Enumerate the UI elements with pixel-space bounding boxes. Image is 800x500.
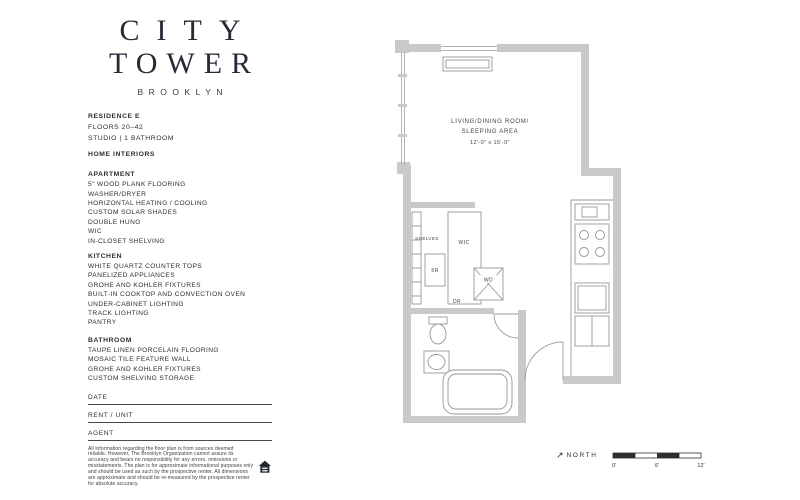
feature-item: UNDER-CABINET LIGHTING <box>88 300 184 308</box>
scale-mid-label: 6' <box>654 463 658 469</box>
shelves-label: SHELVES <box>415 236 439 241</box>
residence-layout: STUDIO | 1 BATHROOM <box>88 134 175 142</box>
feature-item: WIC <box>88 228 103 236</box>
info-column: CITY TOWER BROOKLYN RESIDENCE E FLOORS 2… <box>88 0 272 488</box>
window-wall <box>401 46 497 165</box>
feature-item: HORIZONTAL HEATING / COOLING <box>88 200 208 207</box>
kitchen-counter <box>570 199 613 376</box>
room-label-line2: SLEEPING AREA <box>462 129 519 135</box>
section-bathroom: BATHROOM TAUPE LINEN PORCELAIN FLOORING M… <box>88 335 272 384</box>
kitchen-sink <box>574 203 610 221</box>
disclaimer-row: All information regarding the floor plan… <box>88 445 272 488</box>
cooktop <box>574 223 610 265</box>
feature-item: MOSAIC TILE FEATURE WALL <box>88 356 191 364</box>
home-interiors-heading: HOME INTERIORS <box>88 151 155 159</box>
brand-location: BROOKLYN <box>137 87 229 97</box>
window-mullion-ticks <box>398 74 407 137</box>
feature-item: DOUBLE HUNG <box>88 218 141 226</box>
feature-item: GROHE AND KOHLER FIXTURES <box>88 281 201 289</box>
refrigerator <box>574 315 610 347</box>
bathroom-feature-list: TAUPE LINEN PORCELAIN FLOORING MOSAIC TIL… <box>88 346 272 384</box>
north-label: NORTH <box>566 451 598 459</box>
scale-start-label: 0' <box>611 463 615 469</box>
washer-dryer-unit <box>473 267 504 301</box>
compass-and-scale: ↗ NORTH 0' 6' 12' <box>556 449 708 471</box>
north-arrow-icon: ↗ <box>556 450 564 460</box>
brand-title-tower: TOWER <box>108 47 261 80</box>
date-field: DATE <box>88 394 272 405</box>
north-indicator: ↗ NORTH <box>556 450 598 460</box>
feature-item: TAUPE LINEN PORCELAIN FLOORING <box>88 346 219 354</box>
five-r-label: 5R <box>431 268 438 274</box>
feature-item: IN-CLOSET SHELVING <box>88 237 165 245</box>
walls <box>395 40 621 423</box>
dr-label: DR <box>453 299 461 305</box>
feature-item: CUSTOM SHELVING STORAGE <box>88 375 195 383</box>
agent-field: AGENT <box>88 430 272 441</box>
rent-unit-field: RENT / UNIT <box>88 412 272 423</box>
feature-item: 5" WOOD PLANK FLOORING <box>88 181 186 189</box>
disclaimer-text: All information regarding the floor plan… <box>88 445 254 487</box>
wic-label: WIC <box>459 240 470 246</box>
toilet <box>428 316 448 345</box>
scale-bar: 0' 6' 12' <box>611 452 704 469</box>
scale-end-label: 12' <box>697 463 704 469</box>
feature-item: PANELIZED APPLIANCES <box>88 272 176 280</box>
bathroom-heading: BATHROOM <box>88 336 132 344</box>
kitchen-heading: KITCHEN <box>88 253 123 261</box>
residence-info: RESIDENCE E FLOORS 20–42 STUDIO | 1 BATH… <box>88 112 272 161</box>
residence-name: RESIDENCE E <box>88 113 141 120</box>
bathtub <box>442 369 513 415</box>
bathroom-door-swing <box>493 313 519 339</box>
window-seat <box>442 56 493 72</box>
floor-plan: LIVING/DINING ROOM/ SLEEPING AREA 12'-0"… <box>395 40 621 423</box>
feature-item: WHITE QUARTZ COUNTER TOPS <box>88 263 203 271</box>
feature-item: PANTRY <box>88 319 117 327</box>
dishwasher <box>574 282 610 314</box>
equal-housing-icon <box>259 460 272 473</box>
feature-item: BUILT-IN COOKTOP AND CONVECTION OVEN <box>88 291 246 299</box>
feature-item: CUSTOM SOLAR SHADES <box>88 209 178 217</box>
room-label-line1: LIVING/DINING ROOM/ <box>451 119 529 125</box>
sink-vanity <box>423 350 450 374</box>
fill-in-form: DATE RENT / UNIT AGENT <box>88 394 272 441</box>
brand-title-city: CITY <box>119 14 258 47</box>
entry-door-swing <box>524 341 564 381</box>
shelves-unit <box>411 211 422 305</box>
closet-5r <box>424 253 446 287</box>
feature-item: WASHER/DRYER <box>88 190 147 198</box>
room-dimensions: 12'-0" x 15'-0" <box>470 140 510 146</box>
brand-block: CITY TOWER BROOKLYN <box>88 14 272 97</box>
residence-floors: FLOORS 20–42 <box>88 123 144 131</box>
apartment-heading: APARTMENT <box>88 171 136 179</box>
feature-item: TRACK LIGHTING <box>88 310 149 318</box>
feature-item: GROHE AND KOHLER FIXTURES <box>88 365 201 373</box>
wd-label: WD <box>484 278 493 284</box>
